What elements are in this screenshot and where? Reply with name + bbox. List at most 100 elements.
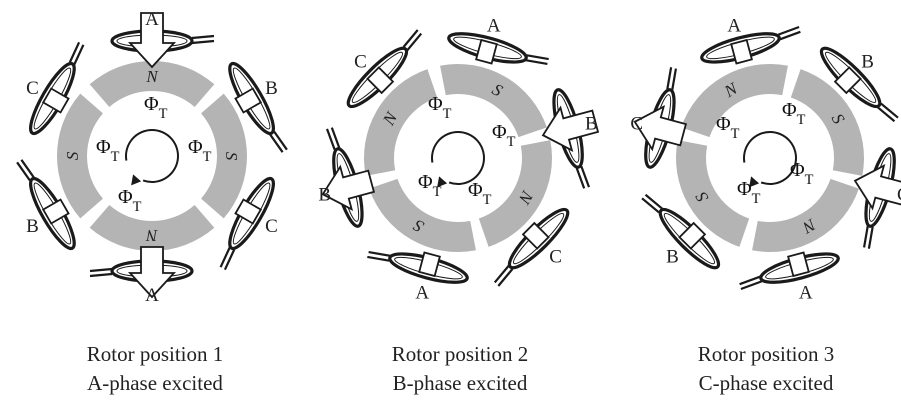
flux-arrow (475, 38, 498, 65)
rotor-segment (89, 61, 215, 107)
coil-lead (862, 225, 874, 249)
coil-lead (739, 275, 763, 291)
flux-arrow (678, 221, 707, 250)
coil-lead (325, 127, 341, 151)
stator-pole (110, 12, 215, 69)
rotation-arrowhead (749, 176, 760, 188)
stator-pole (641, 193, 721, 270)
coil-lead (191, 34, 215, 45)
flux-arrow (234, 198, 263, 225)
stator-pole (321, 127, 376, 228)
rotor-segment (681, 64, 788, 138)
stator-pole (541, 88, 600, 189)
flux-arrow (787, 251, 810, 278)
flux-arrow (366, 66, 395, 95)
rotation-arrow (125, 129, 179, 183)
caption-position-3: Rotor position 3 C-phase excited (636, 340, 896, 398)
flux-arrow (41, 87, 70, 114)
stator-pole (219, 176, 275, 271)
stator-pole (228, 61, 288, 153)
flux-arrow (633, 104, 688, 152)
rotor-pole-label: N (145, 226, 159, 245)
flux-arrow (127, 246, 177, 299)
rotor-segment (56, 93, 103, 219)
caption-subtitle: C-phase excited (698, 371, 834, 395)
flux-arrow (730, 38, 753, 65)
flux-label: ΦT (790, 159, 814, 188)
caption-title: Rotor position 3 (697, 342, 835, 366)
flux-label: ΦT (492, 121, 516, 150)
rotor-pole-label: N (145, 67, 159, 86)
rotor-segment (201, 93, 248, 219)
caption-position-2: Rotor position 2 B-phase excited (330, 340, 590, 398)
stator-pole (493, 207, 570, 287)
stator-pole (29, 41, 85, 136)
phase-label: C (630, 113, 643, 134)
flux-arrow (41, 198, 70, 225)
rotor-segment (369, 178, 476, 252)
rotor-segment (440, 64, 547, 138)
flux-label: ΦT (188, 136, 212, 165)
flux-arrow (234, 87, 263, 114)
rotor-segment (89, 205, 215, 252)
phase-label: C (354, 51, 367, 72)
flux-label: ΦT (716, 113, 740, 142)
phase-label: B (26, 216, 39, 237)
phase-label: A (799, 282, 813, 303)
flux-label: ΦT (118, 186, 142, 215)
phase-label: C (26, 78, 39, 99)
phase-label: A (487, 16, 501, 37)
flux-label: ΦT (782, 99, 806, 128)
coil-lead (525, 54, 549, 66)
flux-arrow (853, 163, 901, 211)
caption-title: Rotor position 1 (86, 342, 224, 366)
coil-lead (367, 250, 391, 262)
rotor-segment (676, 140, 750, 247)
flux-label: ΦT (144, 93, 168, 122)
phase-label: A (145, 285, 159, 306)
phase-label: A (727, 16, 741, 37)
caption-subtitle: B-phase excited (392, 371, 528, 395)
stator-pole (346, 29, 423, 109)
rotor-segment (478, 140, 552, 247)
rotor-pole-label: S (222, 152, 241, 161)
rotation-arrow (431, 131, 485, 185)
caption-title: Rotor position 2 (391, 342, 529, 366)
phase-label: C (897, 185, 901, 206)
coil-lead (268, 131, 288, 153)
coil-lead (89, 267, 113, 278)
coil-lead (219, 246, 236, 271)
flux-label: ΦT (428, 93, 452, 122)
stator-pole (447, 32, 549, 66)
stator-pole (700, 25, 801, 65)
coil-lead (16, 159, 36, 181)
stator-pole (853, 147, 901, 249)
phase-label: A (145, 9, 159, 30)
flux-arrow (127, 12, 177, 69)
flux-arrow (541, 105, 600, 153)
rotor-segment (752, 178, 859, 252)
flux-arrow (833, 66, 862, 95)
coil-lead (876, 102, 899, 123)
phase-label: B (265, 78, 278, 99)
phase-label: B (666, 247, 679, 268)
rotor-segment (364, 69, 438, 176)
phase-label: C (265, 216, 278, 237)
flux-arrow (418, 251, 441, 278)
stator-pole (89, 246, 194, 299)
rotor-segment (790, 69, 864, 176)
stator-pole (16, 159, 76, 251)
coil-lead (493, 264, 514, 287)
phase-label: C (549, 247, 562, 268)
flux-arrow (321, 164, 376, 212)
phase-label: B (585, 113, 598, 134)
phase-label: B (861, 51, 874, 72)
